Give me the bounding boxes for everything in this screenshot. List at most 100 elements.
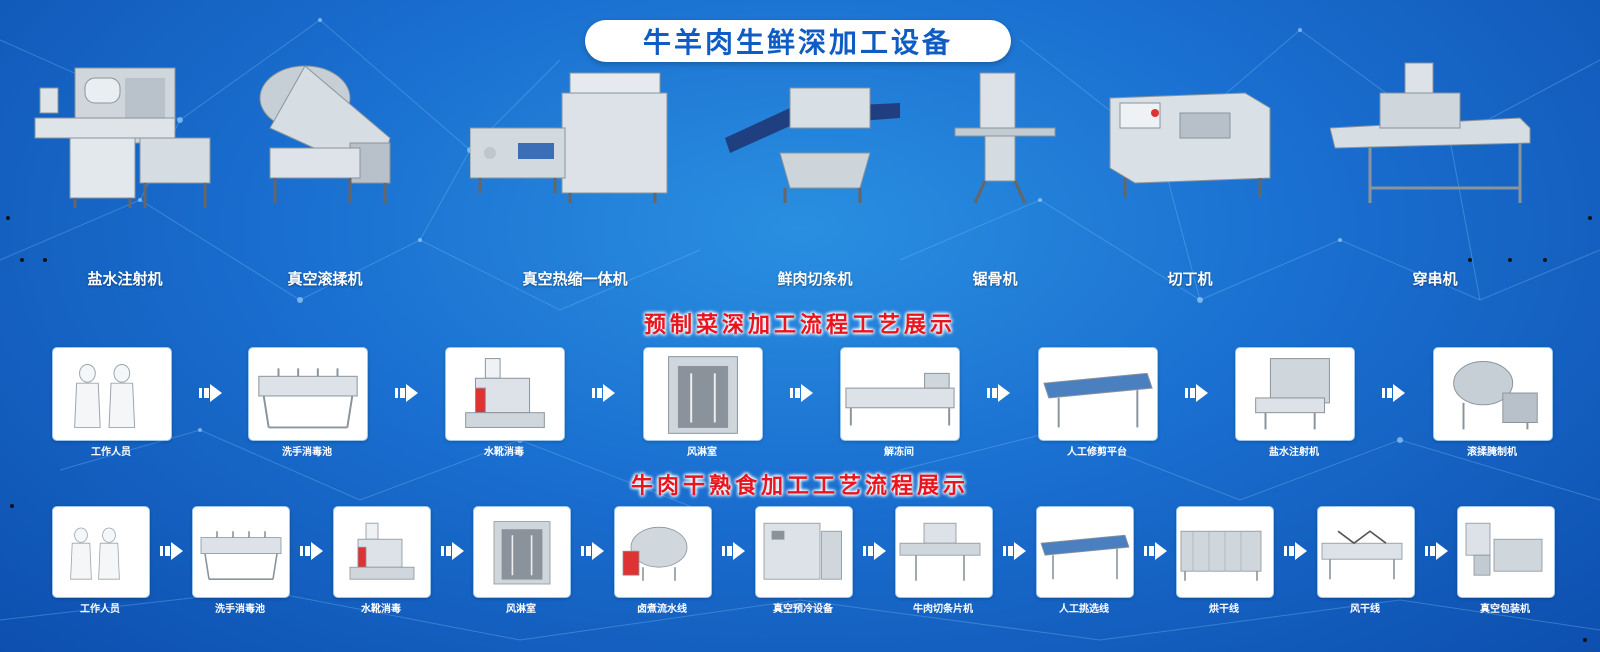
thawing-line-icon bbox=[845, 372, 955, 426]
flow-arrow-icon bbox=[1185, 384, 1208, 402]
step-image bbox=[895, 506, 993, 598]
machine-label: 真空热缩一体机 bbox=[522, 270, 628, 288]
flow-step: 水靴消毒 bbox=[333, 506, 431, 616]
flow-arrow-icon bbox=[581, 542, 604, 560]
flow-step: 工作人员 bbox=[52, 347, 172, 459]
step-label: 真空包装机 bbox=[1480, 604, 1530, 615]
step-image bbox=[192, 506, 290, 598]
step-image bbox=[840, 347, 960, 441]
meat-strip-cutter-icon bbox=[725, 87, 900, 203]
flow-step: 解冻间 bbox=[840, 347, 960, 459]
machine-label: 锯骨机 bbox=[972, 270, 1018, 288]
step-image bbox=[1036, 506, 1134, 598]
vacuum-packer-icon bbox=[1465, 522, 1543, 576]
flow-step: 真空预冷设备 bbox=[755, 506, 853, 616]
step-image bbox=[1457, 506, 1555, 598]
flow-arrow-icon bbox=[1425, 542, 1448, 560]
flow-arrow-icon bbox=[1003, 542, 1026, 560]
hand-wash-sink-icon bbox=[200, 531, 282, 580]
step-image bbox=[1235, 347, 1355, 441]
flow-step: 盐水注射机 bbox=[1235, 347, 1355, 459]
step-image bbox=[248, 347, 368, 441]
bone-saw-icon bbox=[954, 72, 1056, 204]
step-label: 人工修剪平台 bbox=[1067, 447, 1127, 458]
brine-injector-icon bbox=[34, 67, 211, 208]
flow-step: 风干线 bbox=[1317, 506, 1415, 616]
boot-washer-icon bbox=[349, 522, 415, 580]
step-image bbox=[643, 347, 763, 441]
flow-arrow-icon bbox=[199, 384, 222, 402]
sorting-table-icon bbox=[1040, 534, 1130, 580]
flow-step: 风淋室 bbox=[643, 347, 763, 459]
flow-arrow-icon bbox=[300, 542, 323, 560]
machine-vacuum-shrink: 真空热缩一体机 bbox=[470, 58, 680, 288]
flow-step: 洗手消毒池 bbox=[248, 347, 368, 459]
vacuum-shrink-machine-icon bbox=[470, 72, 668, 203]
poster-title: 牛羊肉生鲜深加工设备 bbox=[585, 20, 1011, 62]
step-image bbox=[52, 506, 150, 598]
step-image bbox=[614, 506, 712, 598]
cooking-kettle-icon bbox=[622, 526, 688, 581]
machine-bone-saw: 锯骨机 bbox=[900, 58, 1090, 288]
flow-arrow-icon bbox=[987, 384, 1010, 402]
step-label: 工作人员 bbox=[91, 447, 131, 458]
step-image bbox=[445, 347, 565, 441]
flow-arrow-icon bbox=[722, 542, 745, 560]
step-label: 滚揉腌制机 bbox=[1467, 447, 1517, 458]
step-label: 工作人员 bbox=[80, 604, 120, 615]
step-image bbox=[1176, 506, 1274, 598]
flow-step: 人工修剪平台 bbox=[1038, 347, 1158, 459]
hand-wash-sink-icon bbox=[258, 368, 358, 429]
flow-step: 人工挑选线 bbox=[1036, 506, 1134, 616]
step-label: 解冻间 bbox=[884, 447, 914, 458]
air-shower-icon bbox=[668, 356, 738, 434]
vacuum-precooler-icon bbox=[763, 522, 842, 580]
flow-arrow-icon bbox=[395, 384, 418, 402]
step-image bbox=[52, 347, 172, 441]
flow-step: 牛肉切条片机 bbox=[895, 506, 993, 616]
flow-step: 真空包装机 bbox=[1457, 506, 1555, 616]
flow-arrow-icon bbox=[1144, 542, 1167, 560]
machine-strip-cutter: 鲜肉切条机 bbox=[720, 58, 910, 288]
flow-step: 风淋室 bbox=[473, 506, 571, 616]
step-label: 水靴消毒 bbox=[484, 447, 524, 458]
step-image bbox=[755, 506, 853, 598]
trimming-table-icon bbox=[1043, 372, 1153, 428]
workers-icon bbox=[70, 527, 120, 580]
flow-step: 洗手消毒池 bbox=[192, 506, 290, 616]
workers-icon bbox=[74, 364, 136, 428]
step-label: 卤煮流水线 bbox=[637, 604, 687, 615]
step-image bbox=[1317, 506, 1415, 598]
machine-brine-injector: 盐水注射机 bbox=[30, 58, 220, 288]
step-label: 洗手消毒池 bbox=[215, 604, 265, 615]
dicer-icon bbox=[1109, 92, 1271, 198]
vacuum-tumbler-icon bbox=[1453, 361, 1538, 430]
step-label: 烘干线 bbox=[1209, 604, 1239, 615]
step-label: 牛肉切条片机 bbox=[913, 604, 973, 615]
step-label: 水靴消毒 bbox=[361, 604, 401, 615]
step-label: 真空预冷设备 bbox=[773, 604, 833, 615]
brine-injector-icon bbox=[1255, 358, 1330, 430]
flow-arrow-icon bbox=[863, 542, 886, 560]
machine-skewer: 穿串机 bbox=[1330, 58, 1540, 288]
machine-label: 真空滚揉机 bbox=[287, 270, 363, 288]
machine-label: 穿串机 bbox=[1412, 270, 1458, 288]
step-image bbox=[473, 506, 571, 598]
skewer-machine-icon bbox=[1330, 62, 1531, 203]
step-label: 风淋室 bbox=[687, 447, 717, 458]
step-label: 风干线 bbox=[1350, 604, 1380, 615]
machine-label: 切丁机 bbox=[1167, 270, 1213, 288]
step-image bbox=[1433, 347, 1553, 441]
machine-label: 盐水注射机 bbox=[87, 270, 163, 288]
step-label: 盐水注射机 bbox=[1269, 447, 1319, 458]
air-shower-icon bbox=[493, 521, 551, 585]
flow2-title: 牛肉干熟食加工工艺流程展示 bbox=[630, 474, 969, 499]
step-label: 洗手消毒池 bbox=[282, 447, 332, 458]
flow-step: 卤煮流水线 bbox=[614, 506, 712, 616]
flow-arrow-icon bbox=[1382, 384, 1405, 402]
step-image bbox=[333, 506, 431, 598]
flow-arrow-icon bbox=[441, 542, 464, 560]
step-image bbox=[1038, 347, 1158, 441]
